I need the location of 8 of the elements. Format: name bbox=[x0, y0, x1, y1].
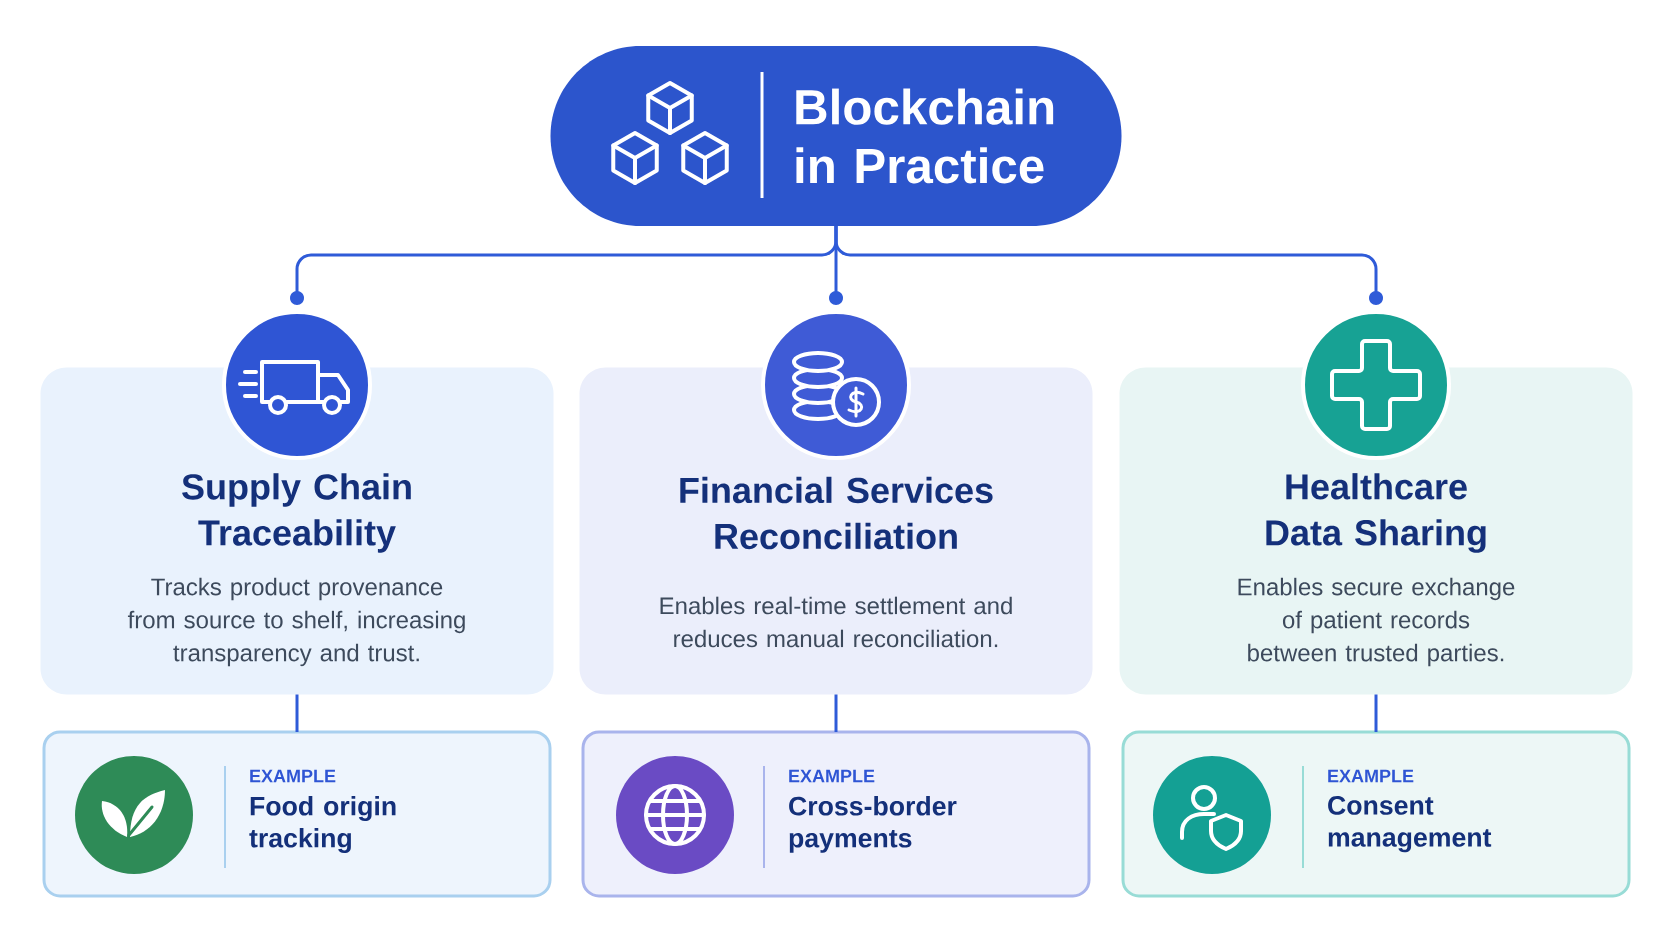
title-pill: Blockchain in Practice bbox=[550, 46, 1122, 226]
use-case-card: Financial Services Reconciliation Enables real-time settlement and reduces manual reconciliation. bbox=[579, 367, 1093, 695]
connector bbox=[834, 694, 838, 732]
connector bbox=[295, 694, 299, 732]
connector bbox=[1374, 694, 1378, 732]
use-case-card: Supply Chain Traceability Tracks product provenance from source to shelf, increasing transparency and trust. bbox=[40, 367, 554, 695]
connector bbox=[834, 226, 1383, 305]
use-case-card: Healthcare Data Sharing Enables secure exchange of patient records between trusted parties. bbox=[1119, 367, 1633, 695]
